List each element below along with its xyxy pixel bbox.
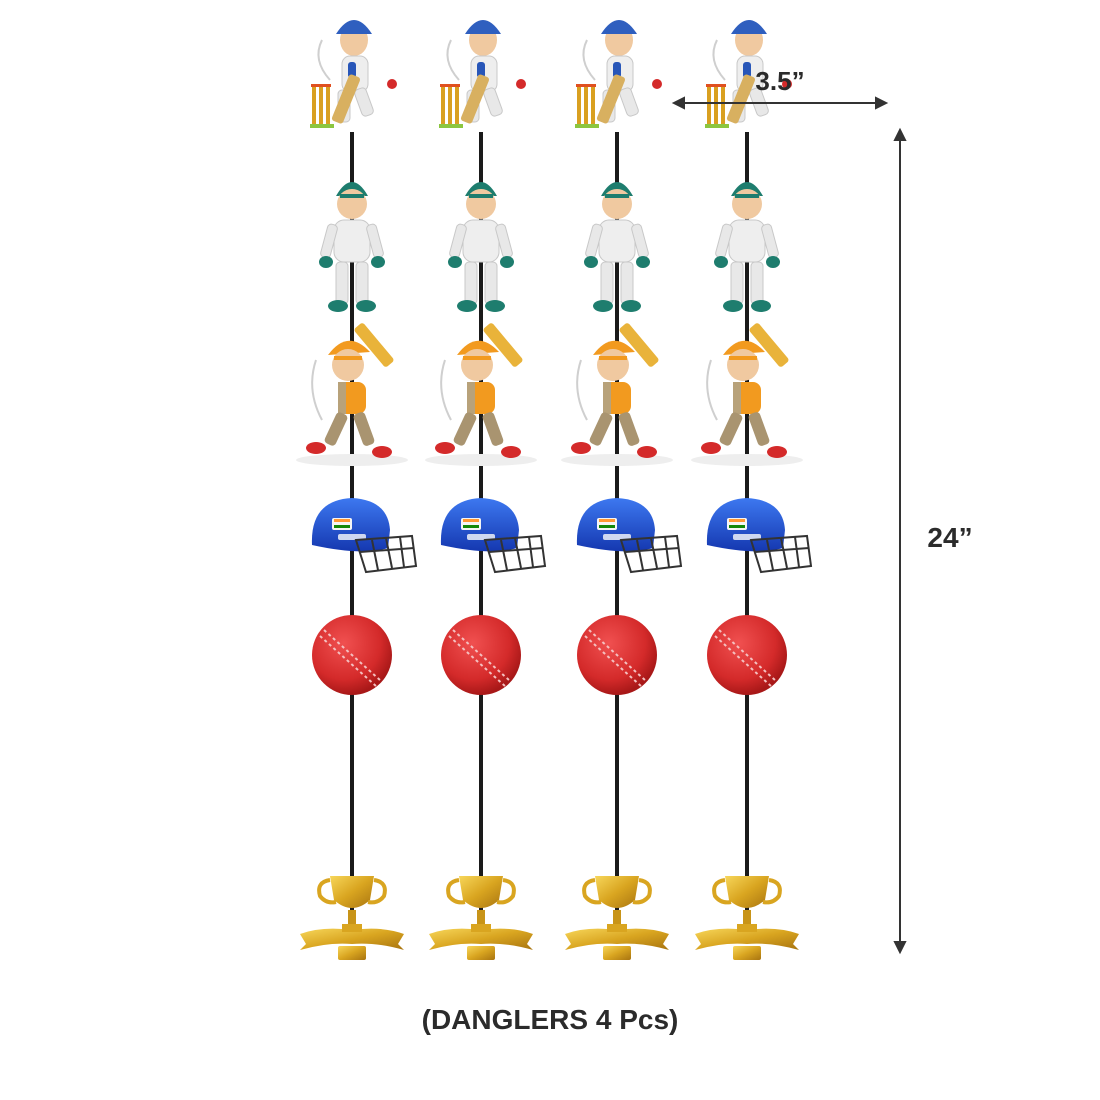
dangler-3 (561, 20, 681, 960)
width-dimension-arrow (671, 96, 889, 110)
dangler-4 (691, 20, 811, 960)
height-dimension-arrow (893, 127, 907, 955)
dangler-1 (296, 20, 416, 960)
width-label: 3.5” (755, 66, 805, 96)
height-label: 24” (927, 522, 973, 553)
dangler-2 (425, 20, 545, 960)
caption: (DANGLERS 4 Pcs) (421, 1004, 679, 1035)
